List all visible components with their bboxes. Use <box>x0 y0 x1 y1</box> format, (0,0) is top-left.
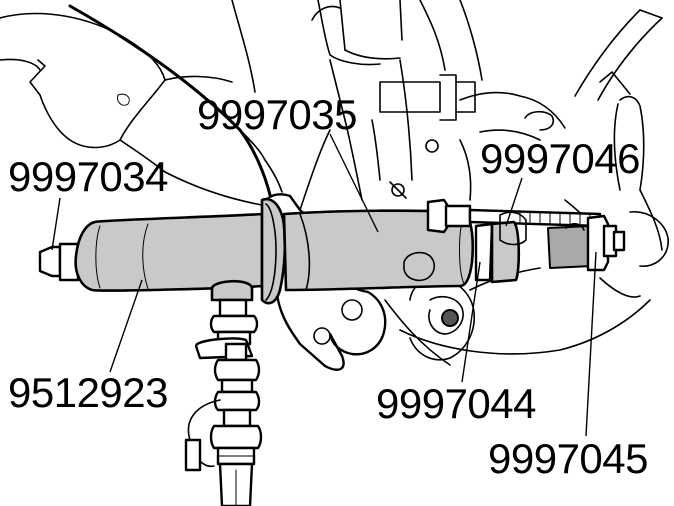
callout-9997035: 9997035 <box>197 91 358 138</box>
strut-assembly <box>231 0 483 201</box>
callout-9997046: 9997046 <box>480 135 641 182</box>
leader-9997034 <box>51 197 61 251</box>
callout-9997044: 9997044 <box>376 380 537 427</box>
callout-9997034: 9997034 <box>8 153 169 200</box>
frame-edge <box>68 4 272 197</box>
leader-9997046 <box>505 177 523 227</box>
leader-9997044 <box>461 261 481 383</box>
hydraulic-hose <box>184 337 263 506</box>
press-tube <box>282 209 474 292</box>
callout-9997045: 9997045 <box>488 435 649 482</box>
steering-knuckle <box>459 9 669 298</box>
leader-lines <box>51 133 597 437</box>
hydraulic-cylinder <box>38 197 287 346</box>
callout-9512923: 9512923 <box>8 369 169 416</box>
receiver-cup <box>547 214 626 272</box>
body-panel-outline <box>0 12 263 206</box>
leader-9997035 <box>329 133 379 233</box>
leader-9512923 <box>109 279 143 373</box>
leader-9997045 <box>585 251 597 437</box>
